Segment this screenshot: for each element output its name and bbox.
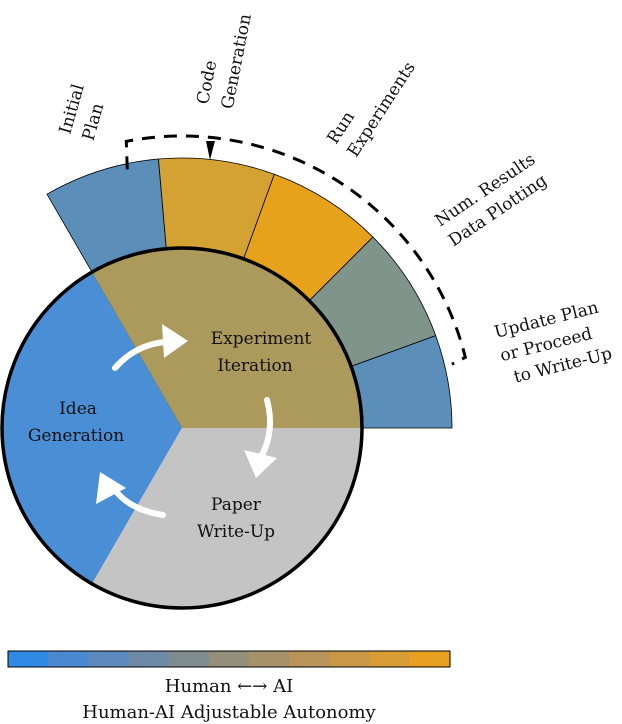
colorbar-cell <box>369 651 411 667</box>
arrow-head-1 <box>162 324 188 358</box>
experiment-iteration-sector <box>92 247 362 428</box>
colorbar-frame <box>7 650 451 668</box>
arrow-head-2 <box>244 450 277 478</box>
colorbar-cell <box>48 651 89 667</box>
colorbar-cell <box>168 651 210 667</box>
colorbar-cell <box>409 651 451 667</box>
colorbar-caption-human-ai: Human ←→ AI <box>165 676 293 697</box>
colorbar-cell <box>289 651 330 667</box>
experiment-loop-bracket <box>124 134 468 366</box>
step-label-initial-plan: InitialPlan <box>56 82 112 143</box>
autonomy-colorbar <box>8 651 451 667</box>
step-label-code-generation: CodeGeneration <box>193 7 256 110</box>
arrow-experiment-to-paper <box>259 397 274 458</box>
arrow-head-3 <box>96 472 126 504</box>
phase-circle-outline <box>0 246 364 610</box>
step-label-run-experiments: RunExperiments <box>323 45 419 161</box>
arrow-paper-to-idea <box>112 487 166 518</box>
colorbar-cell <box>128 651 170 667</box>
cycle-arrows <box>96 324 277 518</box>
colorbar-cell <box>249 651 290 667</box>
colorbar-caption-autonomy: Human-AI Adjustable Autonomy <box>82 702 376 723</box>
colorbar-cell <box>88 651 130 667</box>
colorbar-cell <box>8 651 49 667</box>
arrow-idea-to-experiment <box>112 339 168 371</box>
colorbar-cell <box>329 651 371 667</box>
colorbar-cell <box>208 651 250 667</box>
step-label-update-plan: Update Planor Proceedto Write-Up <box>492 297 614 389</box>
paper-write-up-sector <box>92 428 362 609</box>
step-label-num-results: Num. ResultsData Plotting <box>432 150 553 252</box>
bracket-arrow-head <box>206 141 215 160</box>
